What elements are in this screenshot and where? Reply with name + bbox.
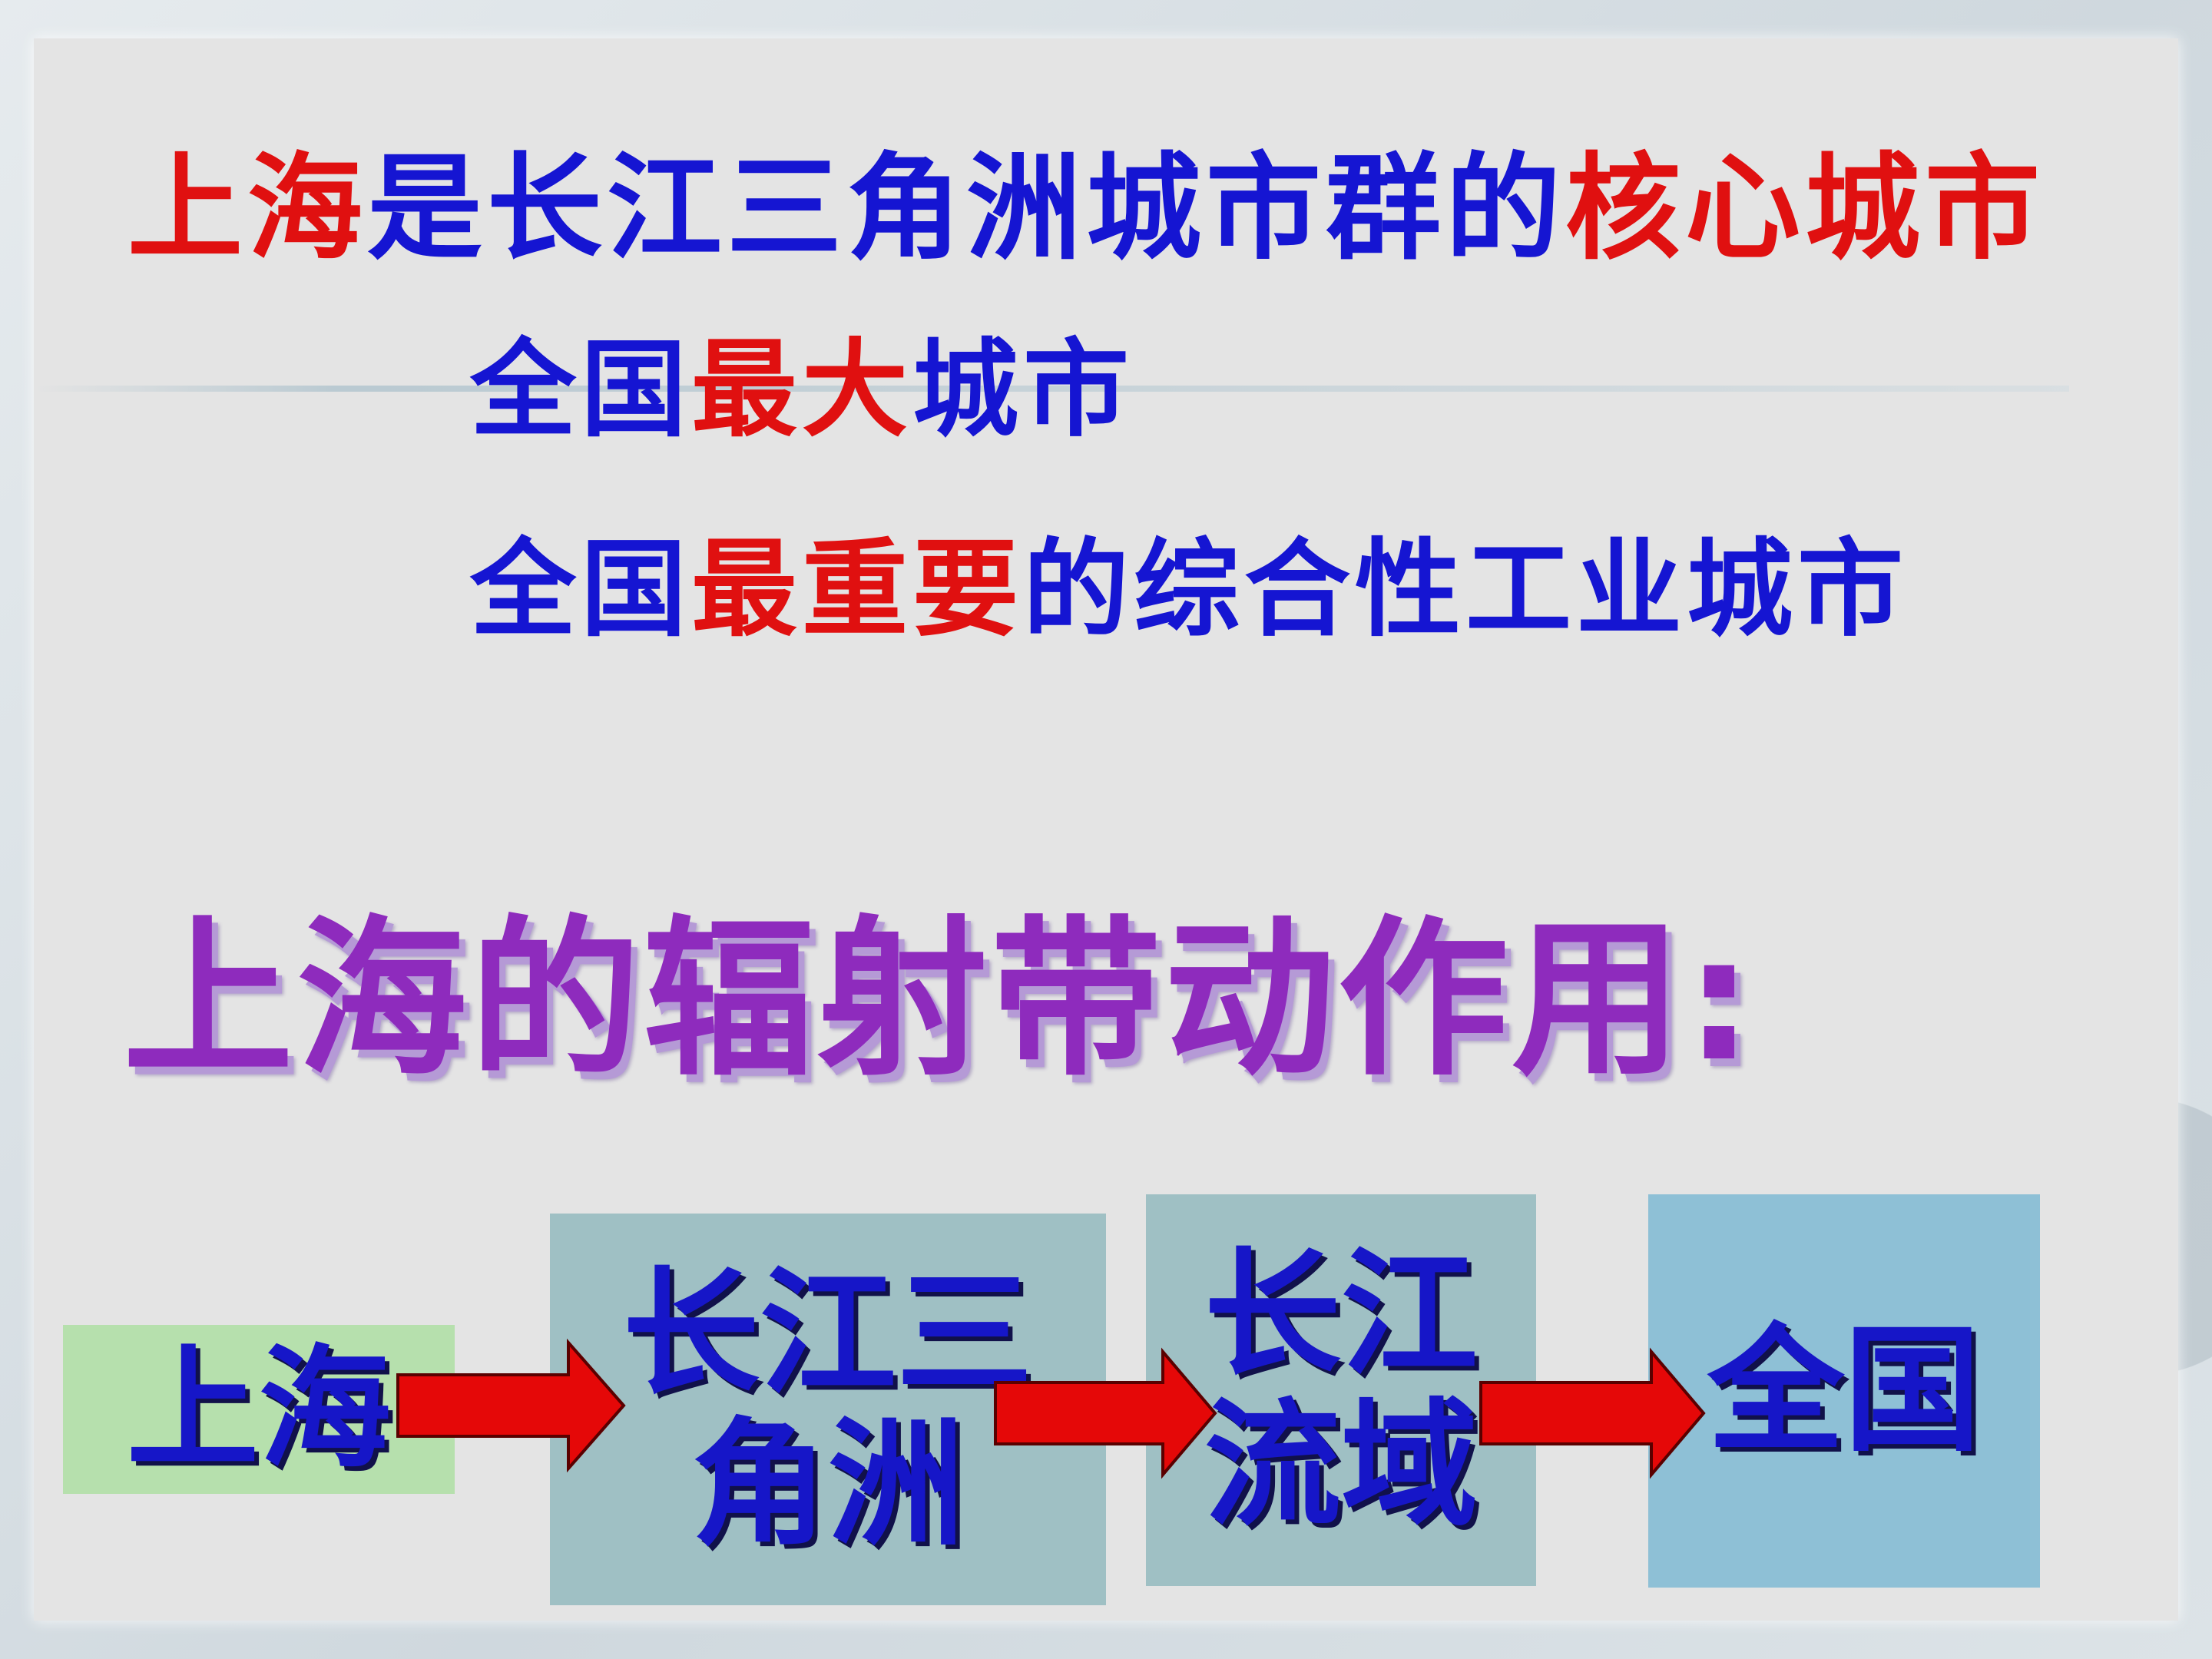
- statement-line-1: 上海是长江三角洲城市群的核心城市: [127, 115, 2045, 282]
- statement-segment: 最大: [691, 328, 913, 452]
- flow-node-label: 流域: [1204, 1386, 1478, 1545]
- flow-node-label: 长江三: [623, 1254, 1033, 1414]
- statement-line-2: 全国最大城市: [470, 303, 1134, 457]
- statement-line-3: 全国最重要的综合性工业城市: [470, 503, 1908, 657]
- statement-segment: 的综合性工业城市: [1023, 528, 1909, 651]
- flow-node-label: 角洲: [691, 1405, 965, 1564]
- statement-segment: 核心城市: [1565, 142, 2045, 276]
- flow-arrow: [396, 1338, 626, 1473]
- decorative-divider-line: [34, 386, 2069, 392]
- flow-node-label: 上海: [127, 1332, 391, 1487]
- radiation-title: 上海的辐射带动作用:: [123, 901, 1757, 1099]
- statement-segment: 上海: [127, 142, 368, 276]
- flow-node-label: 长江: [1204, 1235, 1478, 1395]
- statement-segment: 全国: [470, 528, 692, 651]
- flow-arrow: [1479, 1347, 1706, 1479]
- statement-segment: 全国: [470, 328, 692, 452]
- flow-node-shanghai: 上海: [63, 1325, 455, 1494]
- flow-node-label: 全国: [1707, 1311, 1981, 1471]
- statement-segment: 最重要: [691, 528, 1024, 651]
- statement-segment: 是长江三角洲城市群的: [367, 142, 1566, 276]
- flow-node-yangtze-basin: 长江 流域: [1146, 1194, 1536, 1586]
- flow-arrow: [994, 1347, 1217, 1479]
- flow-node-nationwide: 全国: [1648, 1194, 2040, 1588]
- statement-segment: 城市: [912, 328, 1134, 452]
